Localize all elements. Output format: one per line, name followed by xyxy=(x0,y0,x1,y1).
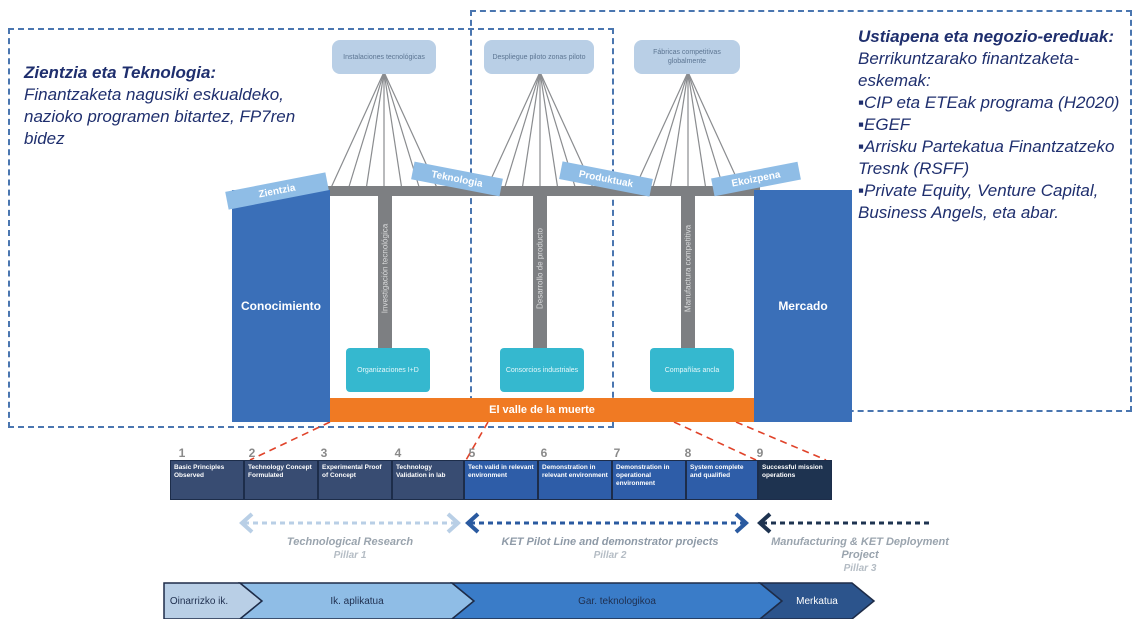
trl-step: Tech valid in relevant environment xyxy=(464,460,538,500)
top-box-facilities: Instalaciones tecnológicas xyxy=(332,40,436,74)
trl-step: System complete and qualified xyxy=(686,460,758,500)
trl-number: 2 xyxy=(248,446,256,460)
trl-number: 7 xyxy=(613,446,621,460)
trl-step: Demonstration in relevant environment xyxy=(538,460,612,500)
pillar-title: KET Pilot Line and demonstrator projects xyxy=(501,536,719,548)
right-panel-heading: Ustiapena eta negozio-ereduak: xyxy=(858,27,1115,46)
right-text-panel: Ustiapena eta negozio-ereduak: Berrikunt… xyxy=(858,26,1133,224)
trl-number: 6 xyxy=(540,446,548,460)
right-panel-subheading: Berrikuntzarako finantzaketa-eskemak: xyxy=(858,49,1080,90)
bridge-deck xyxy=(300,186,760,196)
chevron-label-market: Merkatua xyxy=(796,595,838,607)
trl-number: 9 xyxy=(756,446,764,460)
valley-of-death: El valle de la muerte xyxy=(330,398,754,422)
pillar-sub: Pillar 2 xyxy=(593,550,627,561)
chevron-market xyxy=(757,582,876,619)
org-box-rd: Organizaciones I+D xyxy=(346,348,430,392)
pillar-title: Manufacturing & KET Deployment Project xyxy=(771,536,949,561)
left-panel-heading: Zientzia eta Teknologia: xyxy=(24,63,217,82)
chevron-label-applied: Ik. aplikatua xyxy=(330,595,384,607)
trl-number: 1 xyxy=(178,446,186,460)
chevron-label-basic: Oinarrizko ik. xyxy=(169,595,229,607)
trl-strip: Basic Principles Observed Technology Con… xyxy=(170,460,832,500)
trl-step: Experimental Proof of Concept xyxy=(318,460,392,500)
right-panel-item: ▪CIP eta ETEak programa (H2020) xyxy=(858,93,1120,112)
trl-number: 8 xyxy=(684,446,692,460)
left-panel-body: Finantzaketa nagusiki eskualdeko, naziok… xyxy=(24,85,296,148)
trl-step: Basic Principles Observed xyxy=(170,460,244,500)
trl-step: Technology Validation in lab xyxy=(392,460,464,500)
pillar-sub: Pillar 3 xyxy=(843,563,877,574)
top-box-factories: Fábricas competitivas globalmente xyxy=(634,40,740,74)
org-box-consortia: Consorcios industriales xyxy=(500,348,584,392)
column-market: Mercado xyxy=(754,190,852,422)
trl-number: 5 xyxy=(468,446,476,460)
pillar-title: Technological Research xyxy=(286,536,414,548)
right-panel-item: ▪EGEF xyxy=(858,115,911,134)
pillar-sub: Pillar 1 xyxy=(333,550,367,561)
trl-step: Technology Concept Formulated xyxy=(244,460,318,500)
science-region-border xyxy=(8,28,614,428)
trl-step: Successful mission operations xyxy=(758,460,832,500)
right-panel-item: ▪Arrisku Partekatua Finantzatzeko Tresnk… xyxy=(858,137,1115,178)
right-panel-item: ▪Private Equity, Venture Capital, Busine… xyxy=(858,181,1099,222)
trl-number: 4 xyxy=(394,446,402,460)
top-box-pilot: Despliegue piloto zonas piloto xyxy=(484,40,594,74)
pillar-2-label: KET Pilot Line and demonstrator projects… xyxy=(500,536,720,562)
pillar-1-label: Technological Research Pillar 1 xyxy=(250,536,450,562)
pillar-research xyxy=(378,190,392,348)
pillar-manufacturing xyxy=(681,190,695,348)
trl-number: 3 xyxy=(320,446,328,460)
trl-step: Demonstration in operational environment xyxy=(612,460,686,500)
pillar-3-label: Manufacturing & KET Deployment Project P… xyxy=(770,536,950,575)
chevron-label-tech: Gar. teknologikoa xyxy=(578,595,656,607)
column-knowledge: Conocimiento xyxy=(232,190,330,422)
org-box-anchor: Compañías ancla xyxy=(650,348,734,392)
pillar-development xyxy=(533,190,547,348)
left-text-panel: Zientzia eta Teknologia: Finantzaketa na… xyxy=(24,62,314,150)
